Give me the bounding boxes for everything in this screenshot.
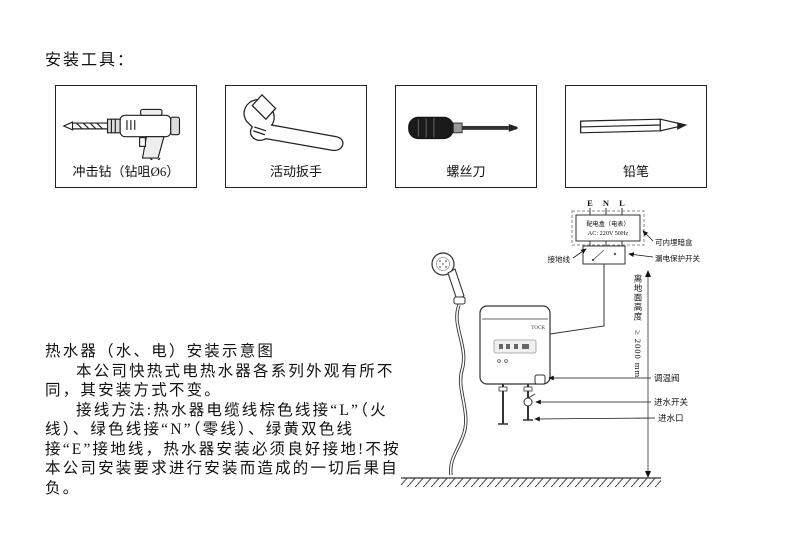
diagram-title: 热水器（水、电）安装示意图 <box>45 343 276 360</box>
heater-button-2 <box>504 359 508 363</box>
inlet-label: 进水口 <box>658 413 684 423</box>
breaker-leader <box>628 252 654 258</box>
note-paragraph-2: 接线方法:热水器电缆线棕色线接“L”（火线）、绿色线接“N”（零线）、绿黄双色线… <box>45 401 401 497</box>
heater-brand: TOCR <box>531 325 545 331</box>
height-value: ≥ 2000 mm <box>633 329 643 378</box>
heater-button-1 <box>497 359 501 363</box>
terminal-n-label: N <box>603 198 610 208</box>
installation-diagram: E N L 配电盒（电表） AC: 220V 50Hz 可内埋暗盒 漏电保护开关 <box>393 188 738 518</box>
terminal-e-label: E <box>587 198 593 208</box>
breaker-lever <box>592 249 605 261</box>
tool-label-pencil: 铅笔 <box>622 164 649 179</box>
power-box <box>575 214 641 242</box>
terminal-l-label: L <box>619 198 625 208</box>
dimension-arrow-bottom <box>645 471 651 478</box>
water-heater: TOCR <box>479 305 551 385</box>
ground-wire-leader <box>572 248 587 259</box>
shower-head <box>431 252 466 305</box>
inlet-valve <box>523 397 533 407</box>
power-cable <box>549 264 605 335</box>
shower-hose <box>448 304 468 476</box>
tool-label-impact-drill: 冲击钻（钻咀Ø6） <box>72 164 180 179</box>
breaker-contact-1 <box>591 258 595 262</box>
dimension-arrow-top <box>645 270 651 277</box>
breaker-contact-2 <box>613 252 617 256</box>
adjustable-wrench-icon <box>243 93 344 151</box>
tool-card-wrench: 活动扳手 <box>225 85 367 188</box>
power-box-spec: AC: 220V 50Hz <box>588 230 629 237</box>
height-label: 离地面高度 <box>633 274 643 322</box>
installation-notes: 热水器（水、电）安装示意图 本公司快热式电热水器各系列外观有所不同，其安装方式不… <box>45 342 417 498</box>
box-to-breaker-wires <box>589 241 623 246</box>
tool-card-screwdriver: 螺丝刀 <box>395 85 537 188</box>
screwdriver-icon <box>408 116 518 140</box>
embedded-box-leader <box>642 230 654 242</box>
breaker-label: 漏电保护开关 <box>655 253 700 263</box>
pencil-icon <box>580 118 688 134</box>
ground-hatching <box>401 478 661 487</box>
impact-drill-icon <box>62 108 181 160</box>
embedded-box-outline <box>571 210 645 246</box>
tool-label-screwdriver: 螺丝刀 <box>446 164 486 179</box>
inlet-switch-label: 进水开关 <box>654 397 689 407</box>
height-dimension-text: 离地面高度 ≥ 2000 mm <box>629 274 643 484</box>
tool-card-pencil: 铅笔 <box>565 85 707 188</box>
tool-label-wrench: 活动扳手 <box>269 164 322 179</box>
tools-section-title: 安装工具： <box>45 52 136 69</box>
leakage-breaker-box <box>582 245 626 265</box>
ground-wire-label: 接地线 <box>548 254 571 264</box>
terminal-wires <box>589 208 623 215</box>
shower-holder <box>453 296 466 305</box>
temp-valve-label: 调温阀 <box>654 373 680 383</box>
inlet-leader <box>534 416 656 422</box>
note-paragraph-1: 本公司快热式电热水器各系列外观有所不同，其安装方式不变。 <box>45 362 395 400</box>
embedded-box-label: 可内埋暗盒 <box>655 237 693 247</box>
temp-valve-knob <box>534 374 546 385</box>
water-pipes <box>498 384 536 425</box>
tool-card-impact-drill: 冲击钻（钻咀Ø6） <box>55 85 197 188</box>
power-box-name: 配电盒（电表） <box>586 220 629 228</box>
